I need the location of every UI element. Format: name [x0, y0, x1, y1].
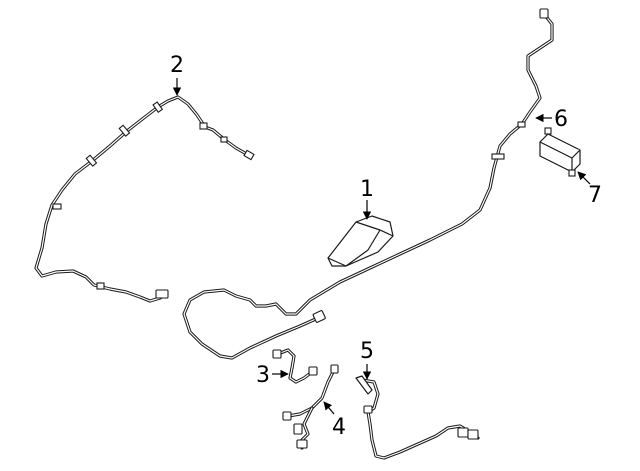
- cable-part-6: [182, 8, 554, 360]
- callout-number-2: 2: [170, 53, 184, 78]
- callout-5: 5: [360, 339, 374, 380]
- callout-4: 4: [323, 401, 346, 440]
- callout-number-1: 1: [360, 177, 374, 202]
- callout-number-3: 3: [256, 363, 270, 388]
- callout-7: 7: [577, 171, 602, 208]
- callout-number-5: 5: [360, 339, 374, 364]
- module-part-7: [539, 127, 581, 177]
- harness-part-2: [34, 95, 255, 303]
- callout-6: 6: [535, 107, 568, 132]
- jumper-part-3: [272, 348, 318, 384]
- callout-number-7: 7: [588, 183, 602, 208]
- harness-part-4: [282, 364, 339, 450]
- antenna-part-1: [327, 215, 394, 267]
- cable-part-5: [355, 375, 480, 460]
- callout-number-6: 6: [554, 107, 568, 132]
- callout-number-4: 4: [332, 415, 346, 440]
- callout-2: 2: [170, 53, 184, 96]
- callout-3: 3: [256, 363, 289, 388]
- callout-1: 1: [360, 177, 374, 220]
